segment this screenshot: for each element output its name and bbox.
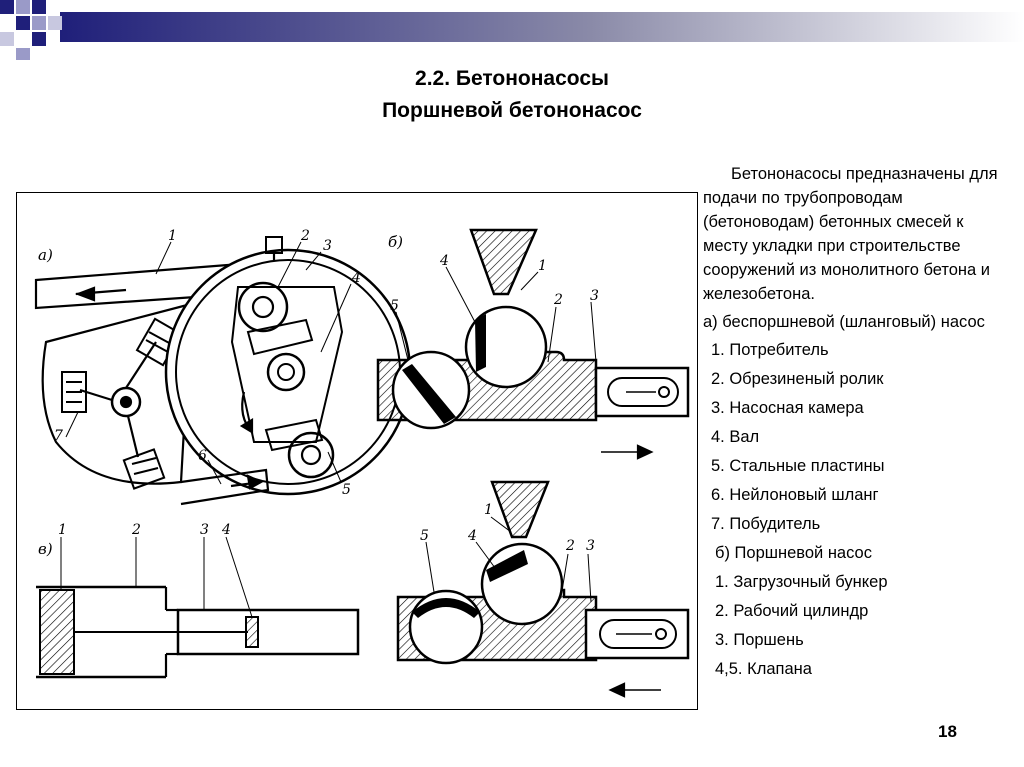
section-a-title: а) беспоршневой (шланговый) насос [703,313,985,331]
callout-label: 1 [168,228,177,244]
list-item: 5. Стальные пластины [711,457,885,475]
callout-label: 2 [131,522,141,538]
callout-label: 3 [586,538,595,554]
callout-label: 1 [58,522,67,538]
list-item: 2. Обрезиненый ролик [711,370,884,388]
list-item: 7. Побудитель [711,515,821,533]
panel-v-label: в) [38,540,53,558]
callout-label: 1 [484,502,493,518]
section-b-list: 1. Загрузочный бункер 2. Рабочий цилиндр… [703,570,1003,681]
list-item: 4,5. Клапана [715,660,812,678]
list-item: 2. Рабочий цилиндр [715,602,869,620]
description-column: Бетононасосы предназначены для подачи по… [703,162,1003,681]
callout-label: 4 [351,270,361,286]
callout-label: 2 [300,228,310,244]
callout-label: 2 [553,292,563,308]
callout-label: 5 [420,528,429,544]
callout-label: 4 [467,528,477,544]
section-b-title: б) Поршневой насос [715,544,872,562]
page-number: 18 [938,722,957,741]
callout-label: 6 [198,448,207,464]
intro-paragraph: Бетононасосы предназначены для подачи по… [703,165,998,303]
list-item: 1. Потребитель [711,341,829,359]
callout-label: 3 [590,288,599,304]
panel-a-label: а) [38,246,53,264]
callout-label: 5 [390,298,399,314]
piston-pump-scheme-drawing [36,536,360,679]
list-item: 6. Нейлоновый шланг [711,486,879,504]
callout-label: 2 [565,538,575,554]
callout-label: 1 [538,258,547,274]
piston-pump-valve-drawing [376,228,690,698]
list-item: 4. Вал [711,428,760,446]
list-item: 1. Загрузочный бункер [715,573,888,591]
list-item: 3. Насосная камера [711,399,864,417]
callout-label: 7 [54,428,63,444]
slide-subtitle: Поршневой бетононасос [382,99,642,122]
hose-pump-drawing [34,236,412,506]
callout-label: 5 [342,482,351,498]
section-a-list: 1. Потребитель 2. Обрезиненый ролик 3. Н… [703,338,1003,536]
pump-diagram: а) б) в) 1 2 3 4 5 6 7 5 4 1 2 3 5 4 1 2… [16,192,698,710]
callout-label: 4 [221,522,231,538]
callout-label: 3 [323,238,332,254]
callout-label: 4 [439,253,449,269]
header-decoration [0,0,1024,60]
slide-title: 2.2. Бетононасосы [415,67,609,90]
list-item: 3. Поршень [715,631,804,649]
panel-b-label: б) [388,233,403,251]
callout-label: 3 [200,522,209,538]
